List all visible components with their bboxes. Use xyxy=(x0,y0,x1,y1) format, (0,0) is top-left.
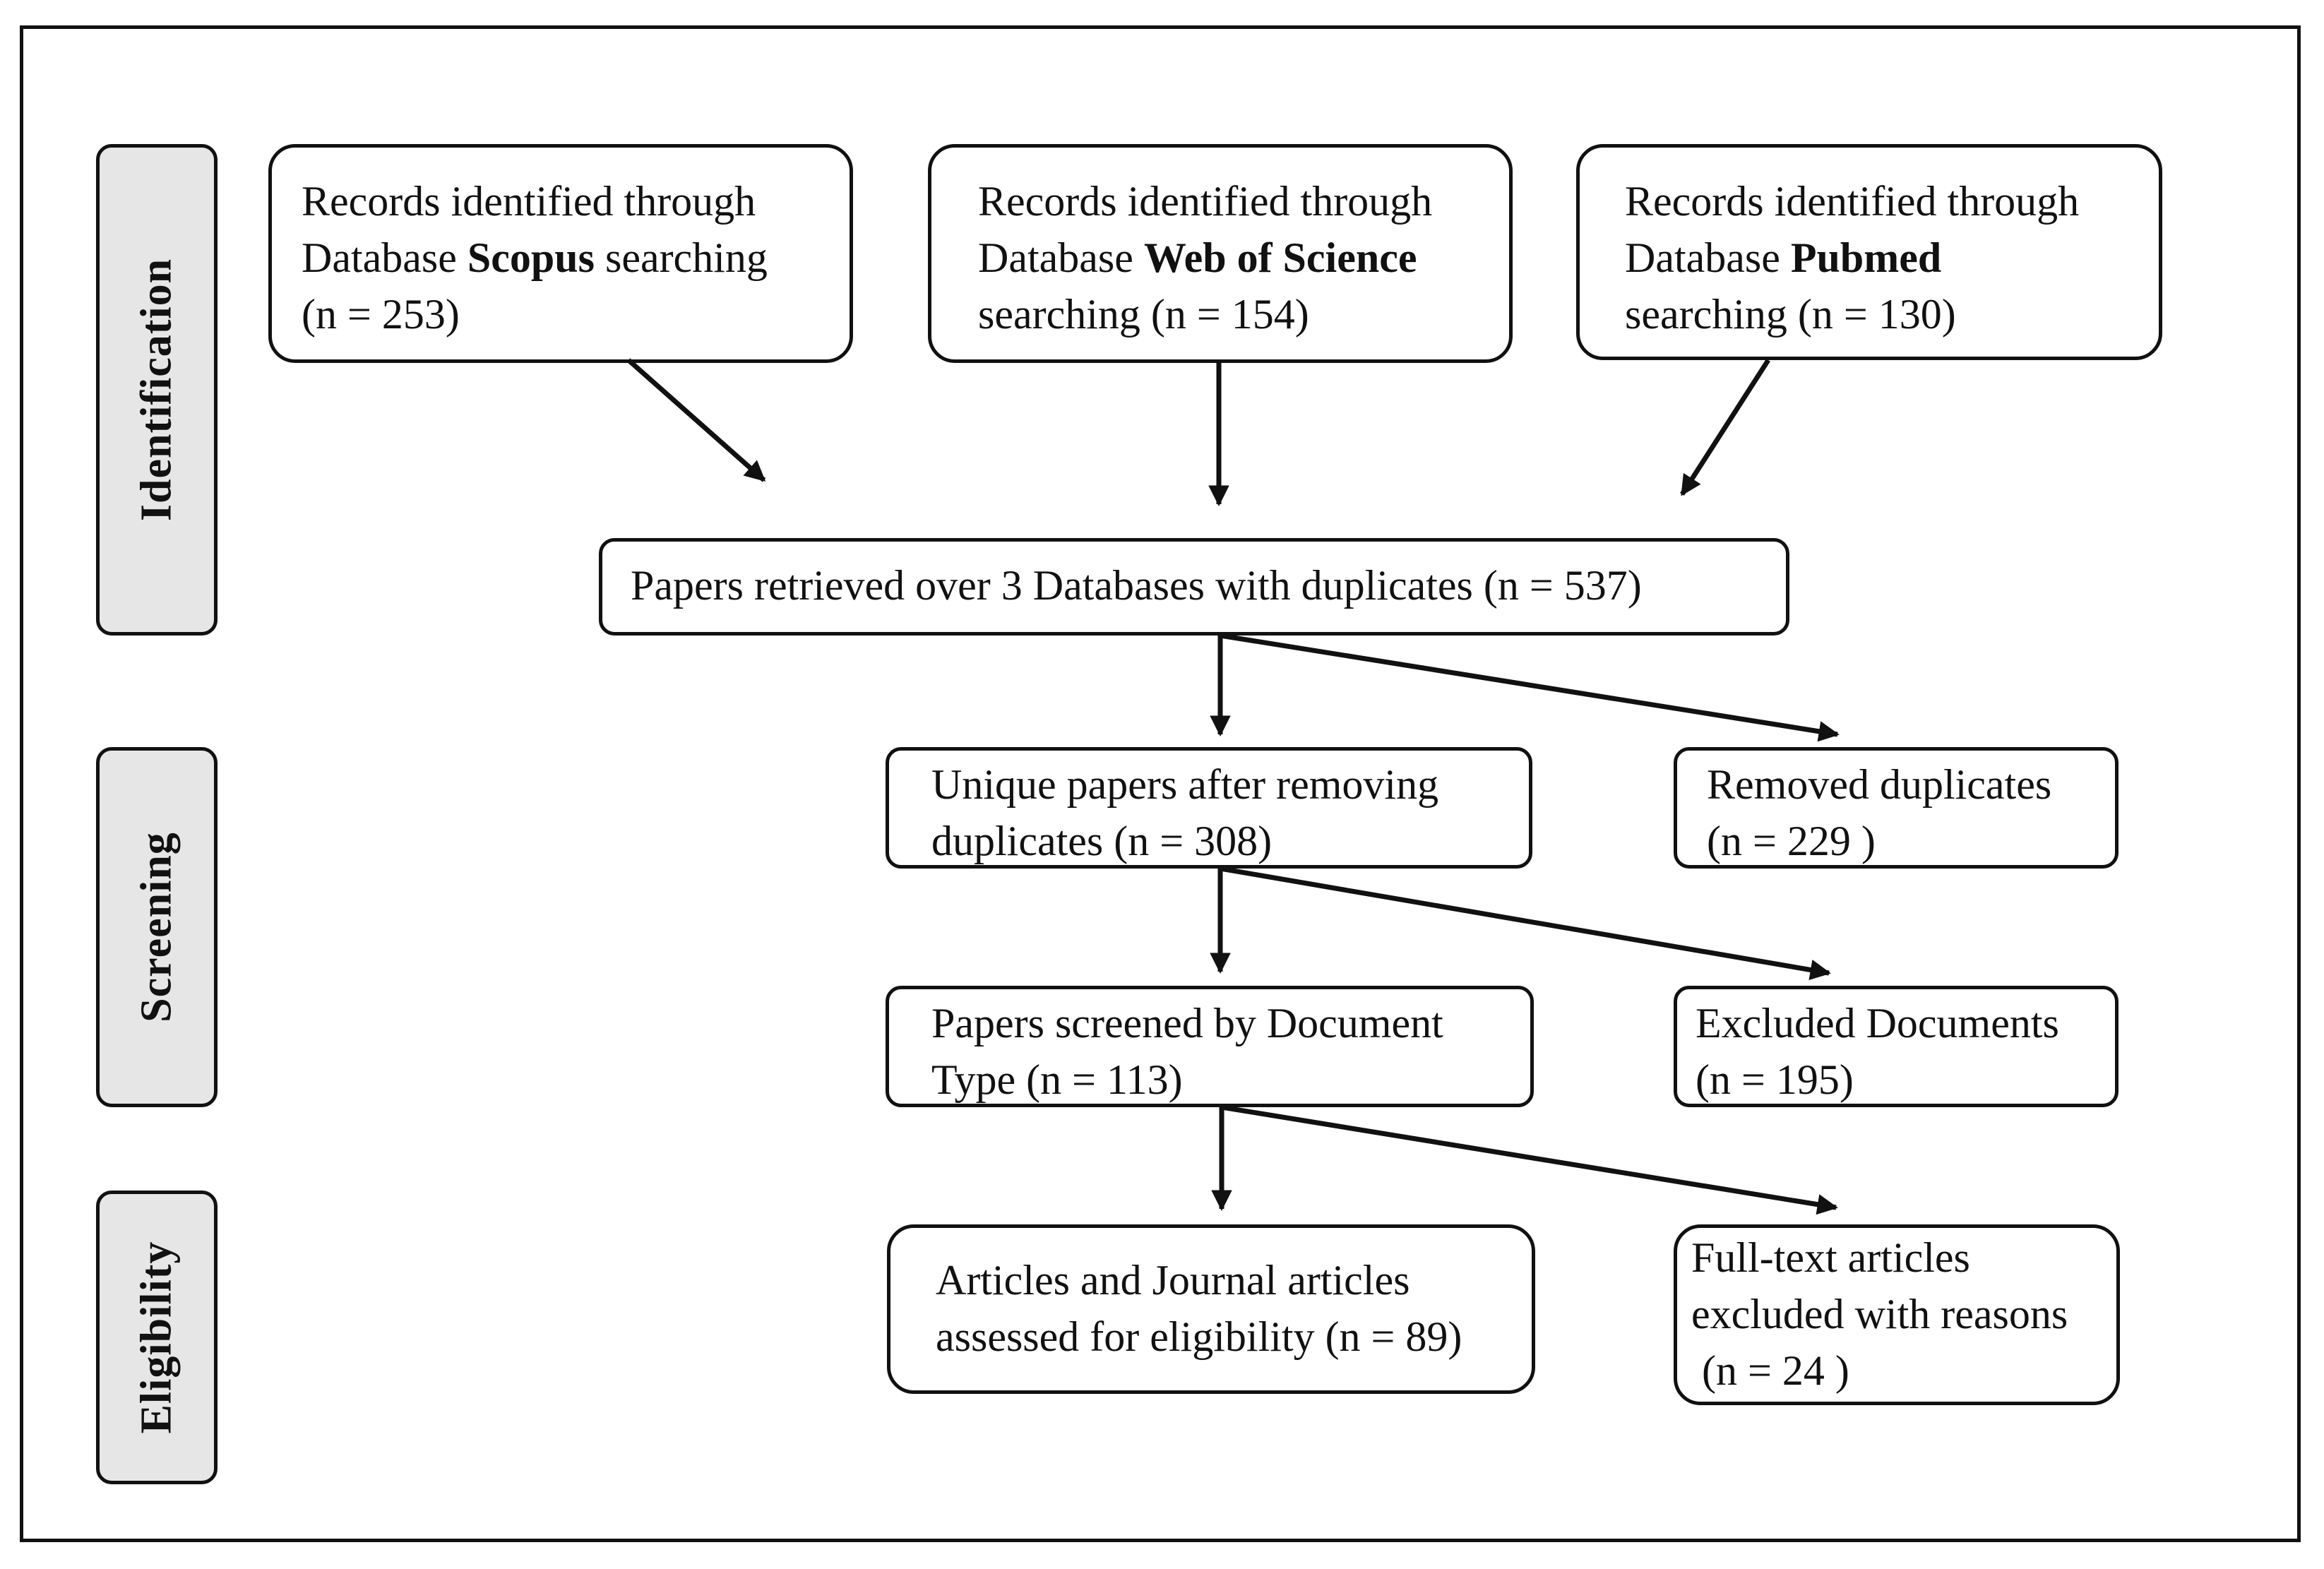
retrieved-papers-box: Papers retrieved over 3 Databases with d… xyxy=(599,538,1789,636)
fulltext-excluded-box: Full-text articles excluded with reasons… xyxy=(1674,1224,2120,1405)
arrow-screened-to-fulltext xyxy=(1221,1104,1838,1215)
box-line: Papers retrieved over 3 Databases with d… xyxy=(631,562,1642,609)
removed-duplicates-box: Removed duplicates (n = 229 ) xyxy=(1674,747,2119,869)
box-line: Removed duplicates xyxy=(1707,761,2052,808)
pubmed-records-box: Records identified through Database Pubm… xyxy=(1576,144,2162,360)
box-text: Database xyxy=(978,234,1144,281)
box-line: Database Pubmed xyxy=(1625,229,2159,286)
assessed-articles-box: Articles and Journal articles assessed f… xyxy=(887,1224,1535,1394)
box-line: (n = 24 ) xyxy=(1691,1347,1849,1394)
box-line: excluded with reasons xyxy=(1691,1291,2068,1337)
box-text: Database xyxy=(302,234,467,281)
arrow-unique-to-excluded xyxy=(1220,866,1831,981)
box-line: searching (n = 130) xyxy=(1625,291,1956,338)
wos-records-box: Records identified through Database Web … xyxy=(928,144,1513,363)
box-line: assessed for eligibility (n = 89) xyxy=(936,1313,1462,1360)
database-name-scopus: Scopus xyxy=(467,234,595,281)
box-line: Excluded Documents xyxy=(1696,1000,2059,1046)
box-line: searching (n = 154) xyxy=(978,291,1309,338)
box-line: Articles and Journal articles xyxy=(936,1257,1410,1303)
box-line: Database Web of Science xyxy=(978,229,1509,286)
screened-papers-box: Papers screened by Document Type (n = 11… xyxy=(886,986,1534,1107)
box-line: Unique papers after removing xyxy=(931,761,1439,808)
box-line: Type (n = 113) xyxy=(931,1056,1183,1103)
excluded-documents-box: Excluded Documents (n = 195) xyxy=(1674,986,2119,1107)
stage-eligibility: Eligibility xyxy=(96,1191,217,1484)
box-line: Records identified through xyxy=(978,178,1433,225)
database-name-pubmed: Pubmed xyxy=(1790,234,1942,281)
database-name-wos: Web of Science xyxy=(1143,234,1417,281)
box-line: Full-text articles xyxy=(1691,1234,1970,1281)
box-text: searching xyxy=(594,234,768,281)
box-line: Database Scopus searching xyxy=(302,229,850,286)
box-line: (n = 253) xyxy=(302,291,460,338)
box-line: (n = 229 ) xyxy=(1707,818,1876,864)
box-line: Records identified through xyxy=(302,178,756,225)
diagram-frame xyxy=(20,25,2301,1542)
stage-identification: Identification xyxy=(96,144,217,636)
box-line: Records identified through xyxy=(1625,178,2080,225)
stage-screening: Screening xyxy=(96,747,217,1107)
box-line: duplicates (n = 308) xyxy=(931,818,1273,864)
box-line: (n = 195) xyxy=(1696,1056,1854,1103)
box-line: Papers screened by Document xyxy=(931,1000,1443,1046)
scopus-records-box: Records identified through Database Scop… xyxy=(268,144,853,363)
arrow-pubmed-to-retrieved xyxy=(1680,359,1770,496)
box-text: Database xyxy=(1625,234,1791,281)
unique-papers-box: Unique papers after removing duplicates … xyxy=(886,747,1532,869)
arrow-retrieved-to-removed xyxy=(1220,633,1840,742)
arrow-scopus-to-retrieved xyxy=(626,358,766,482)
